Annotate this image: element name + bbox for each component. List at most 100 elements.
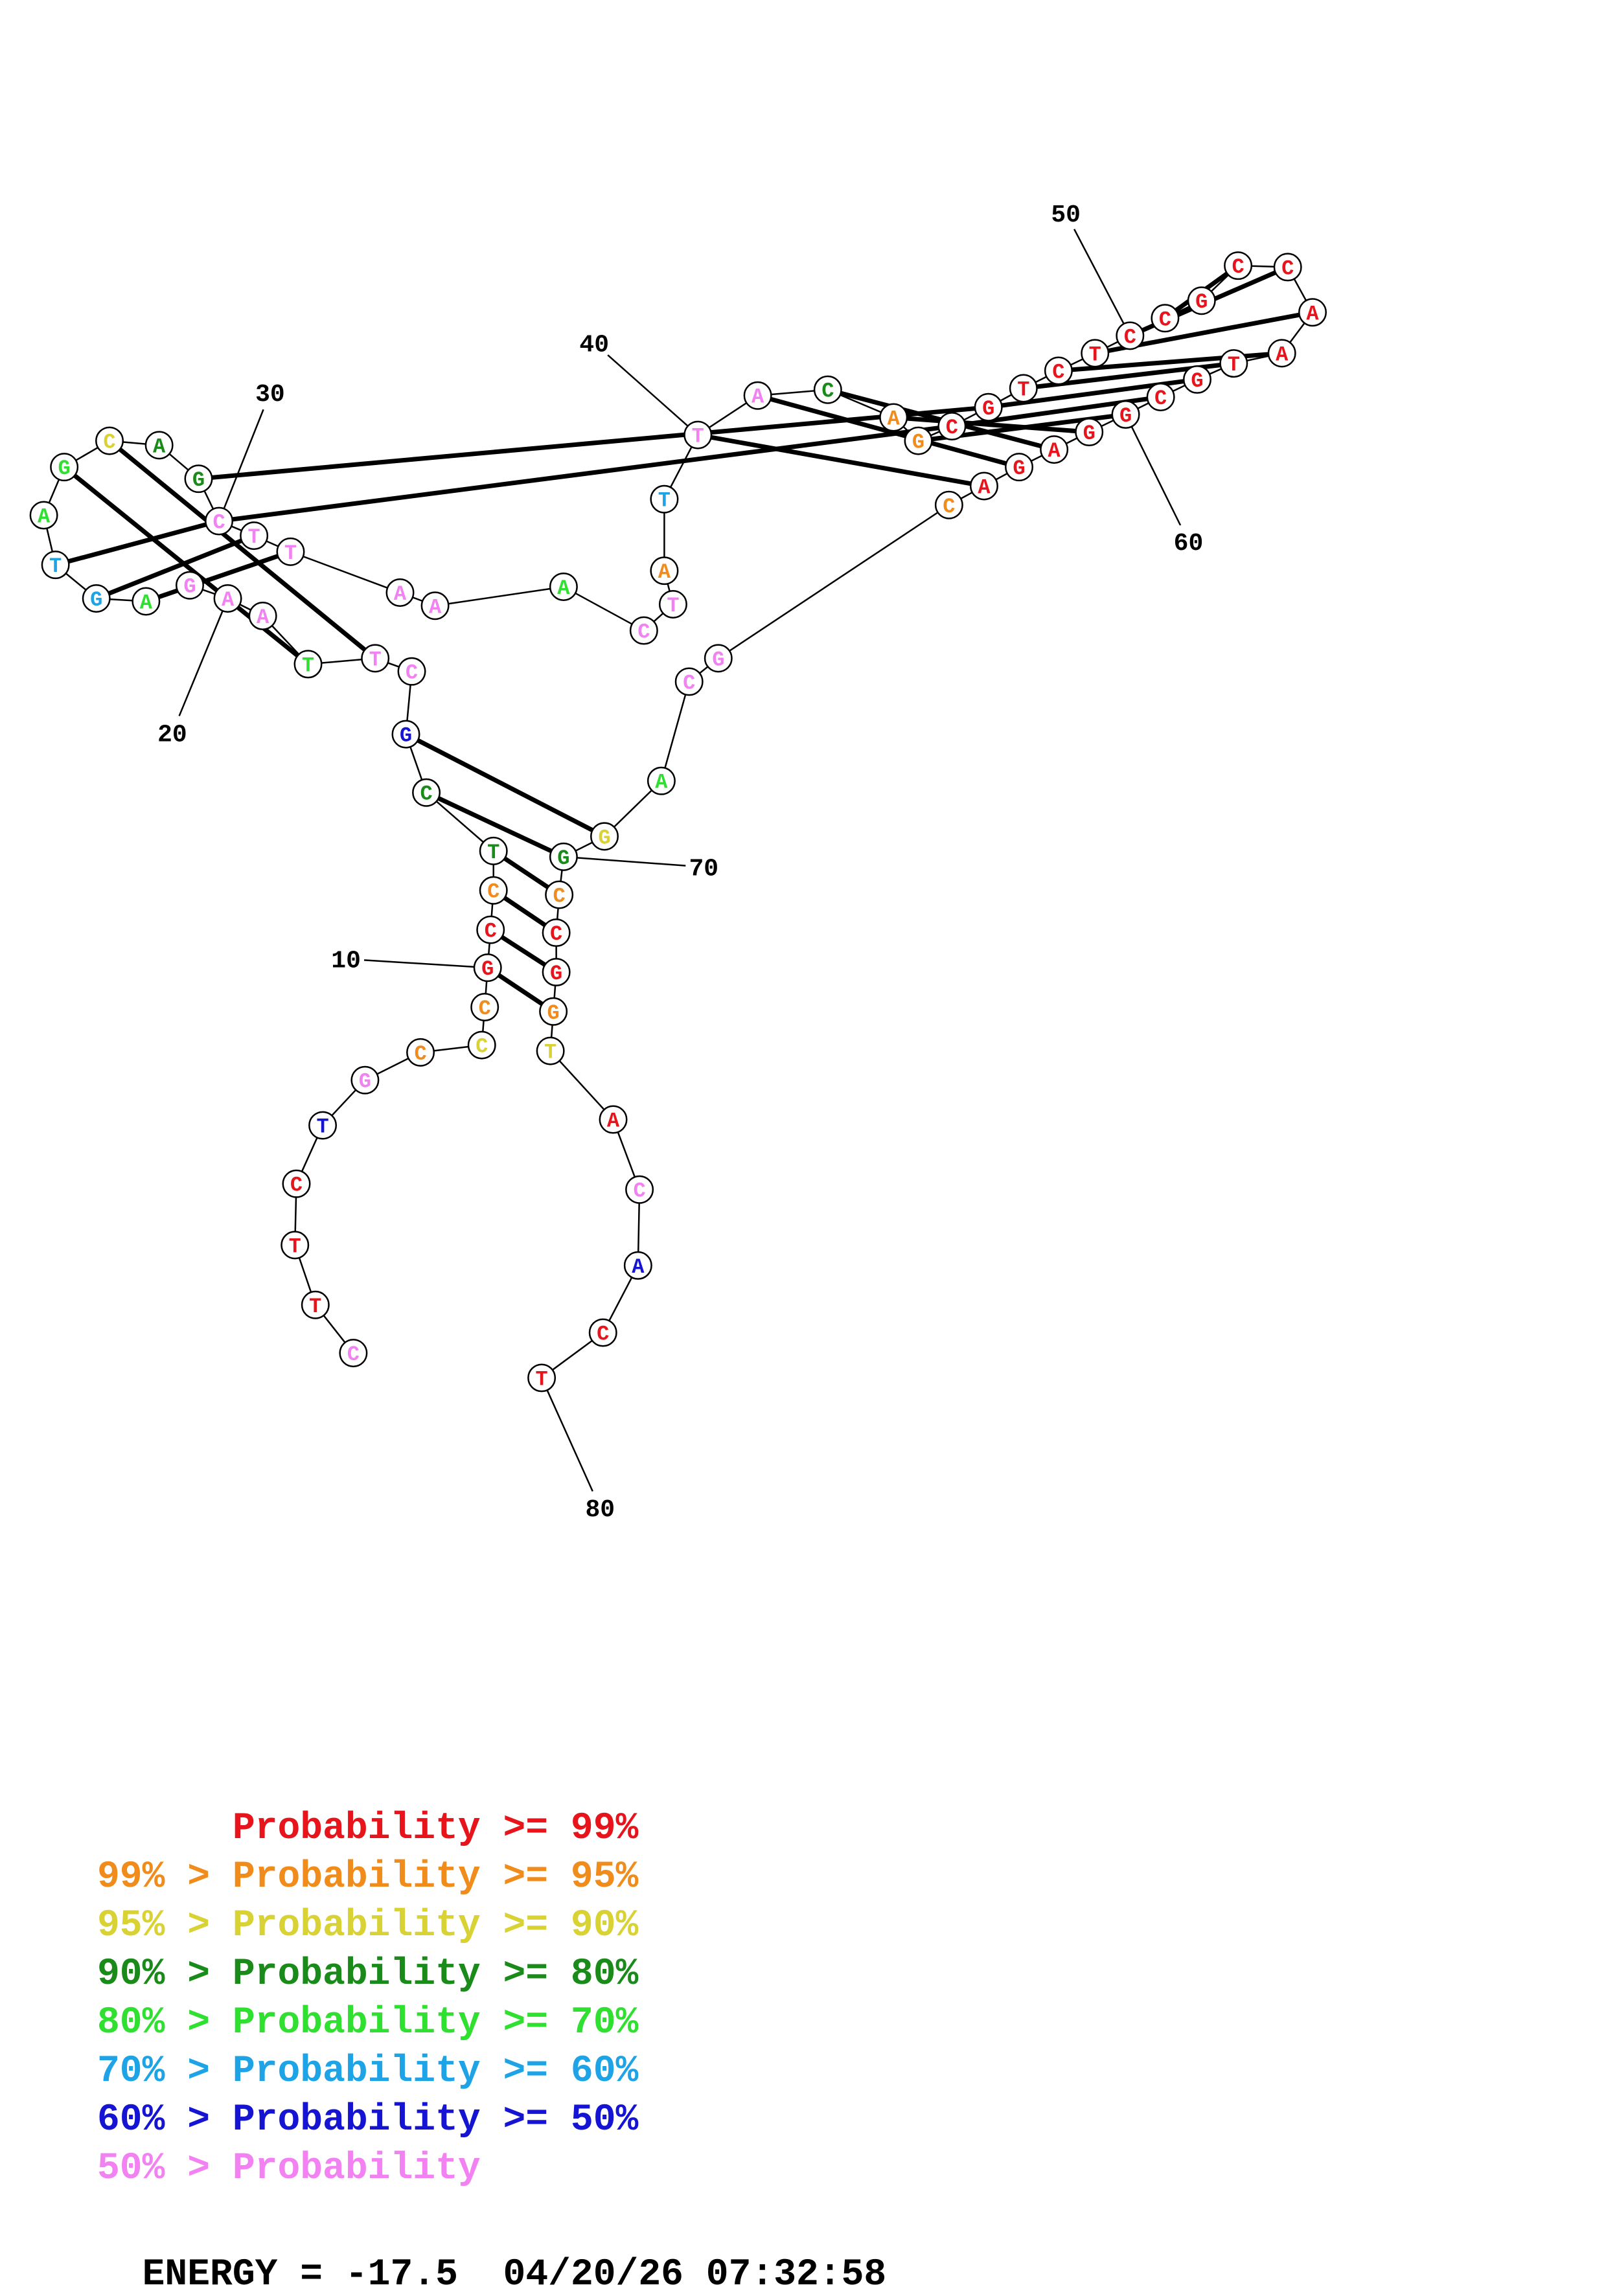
nucleotide-circle — [467, 1030, 496, 1060]
nucleotide-circle — [95, 426, 124, 455]
nucleotide: C — [95, 426, 124, 455]
nucleotide: C — [397, 657, 426, 686]
nucleotide-letter: G — [1195, 290, 1208, 314]
nucleotide: T — [683, 420, 713, 449]
legend-row: 50% > Probability — [97, 2148, 481, 2190]
nucleotide-letter: G — [547, 1001, 560, 1025]
nucleotide-circle — [674, 667, 704, 696]
nucleotide-letter: C — [1124, 325, 1136, 349]
nucleotide-circle — [536, 1036, 565, 1065]
nucleotide-letter: T — [1017, 378, 1029, 402]
nucleotide-circle — [361, 644, 390, 673]
index-label: 80 — [585, 1496, 615, 1524]
nucleotide-circle — [937, 412, 967, 441]
nucleotide: G — [1187, 286, 1216, 315]
nucleotide-circle — [301, 1290, 330, 1319]
nucleotide-letter: A — [888, 407, 901, 431]
nucleotide-letter: A — [257, 606, 270, 630]
nucleotide: T — [240, 521, 269, 551]
base-pair-bonds — [54, 264, 1313, 1014]
index-tick-line — [1073, 229, 1131, 336]
nucleotide-circle — [549, 842, 578, 871]
nucleotide-circle — [132, 587, 161, 616]
index-tick-line — [1125, 414, 1182, 526]
nucleotide-circle — [542, 918, 571, 948]
nucleotide-circle — [350, 1065, 380, 1095]
nucleotide: A — [385, 578, 415, 607]
nucleotide: G — [50, 453, 79, 482]
nucleotide-circle — [293, 650, 323, 679]
nucleotide-letter: C — [946, 416, 958, 440]
index-tick-line — [607, 354, 699, 436]
nucleotide: C — [1044, 356, 1073, 385]
nucleotide: T — [527, 1363, 556, 1392]
nucleotide-circle — [1009, 374, 1038, 403]
nucleotide-letter: T — [535, 1367, 547, 1391]
nucleotide-letter: G — [550, 962, 562, 986]
nucleotide-circle — [276, 537, 305, 566]
nucleotide-letter: A — [140, 591, 153, 615]
backbone-segment — [426, 791, 494, 852]
nucleotide: G — [175, 571, 204, 600]
nucleotide-circle — [599, 1105, 628, 1134]
nucleotide-circle — [1040, 435, 1069, 464]
backbone-segment — [549, 1050, 614, 1120]
nucleotide-letter: A — [557, 576, 570, 600]
nucleotide: A — [144, 431, 174, 460]
nucleotide-circle — [527, 1363, 556, 1392]
nucleotide-circle — [904, 426, 933, 455]
nucleotide: A — [132, 587, 161, 616]
nucleotide: C — [467, 1030, 496, 1060]
nucleotide: G — [1005, 453, 1034, 482]
index-tick-line — [563, 856, 686, 867]
legend-row: 90% > Probability >= 80% — [97, 1953, 639, 1995]
index-tick-line — [540, 1377, 593, 1492]
nucleotide-letter: C — [553, 884, 566, 908]
nucleotide: C — [470, 993, 499, 1021]
nucleotide-letter: G — [183, 575, 196, 599]
backbone-lines — [43, 264, 1314, 1379]
nucleotide-letter: G — [90, 588, 102, 612]
nucleotide-circle — [473, 953, 502, 983]
backbone-segment — [718, 504, 950, 659]
nucleotide: T — [650, 484, 679, 514]
nucleotide-letter: T — [667, 594, 679, 618]
nucleotide: A — [879, 403, 908, 432]
nucleotide-letter: G — [1013, 457, 1025, 481]
index-label: 70 — [689, 856, 718, 883]
base-pair-bond — [145, 549, 292, 604]
nucleotide-circle — [650, 484, 679, 514]
nucleotide-letter: G — [1119, 404, 1132, 428]
nucleotide-circle — [934, 490, 963, 519]
base-pair-bond — [218, 424, 952, 524]
nucleotide: A — [743, 381, 772, 410]
nucleotide-circle — [479, 876, 508, 905]
nucleotide-circle — [588, 1318, 617, 1347]
nucleotide-circle — [1187, 286, 1216, 315]
nucleotide-letter: C — [1154, 387, 1167, 411]
footer: ENERGY = -17.5 04/20/26 07:32:58 — [97, 2212, 887, 2296]
nucleotide: T — [293, 650, 323, 679]
nucleotide-circle — [412, 778, 441, 807]
nucleotide: A — [1267, 339, 1296, 368]
nucleotide-letter: C — [103, 431, 115, 455]
nucleotide-circle — [470, 993, 499, 1021]
nucleotide-circle — [82, 584, 111, 613]
nucleotide: G — [1111, 400, 1140, 429]
nucleotide-circle — [647, 766, 676, 795]
nucleotide-circle — [144, 431, 174, 460]
nucleotide-letter: A — [978, 475, 991, 499]
nucleotide-letter: G — [598, 826, 610, 850]
backbone-segment — [435, 585, 564, 607]
index-label: 60 — [1174, 530, 1204, 558]
nucleotide: C — [412, 778, 441, 807]
nucleotide: T — [1081, 339, 1110, 368]
nucleotide: A — [1040, 435, 1069, 464]
nucleotide-circle — [879, 403, 908, 432]
nucleotide: G — [549, 842, 578, 871]
nucleotide: A — [647, 766, 676, 795]
nucleotide-circle — [1151, 304, 1180, 333]
nucleotide-letter: C — [406, 661, 418, 685]
nucleotide: G — [82, 584, 111, 613]
nucleotide-circle — [205, 506, 234, 536]
